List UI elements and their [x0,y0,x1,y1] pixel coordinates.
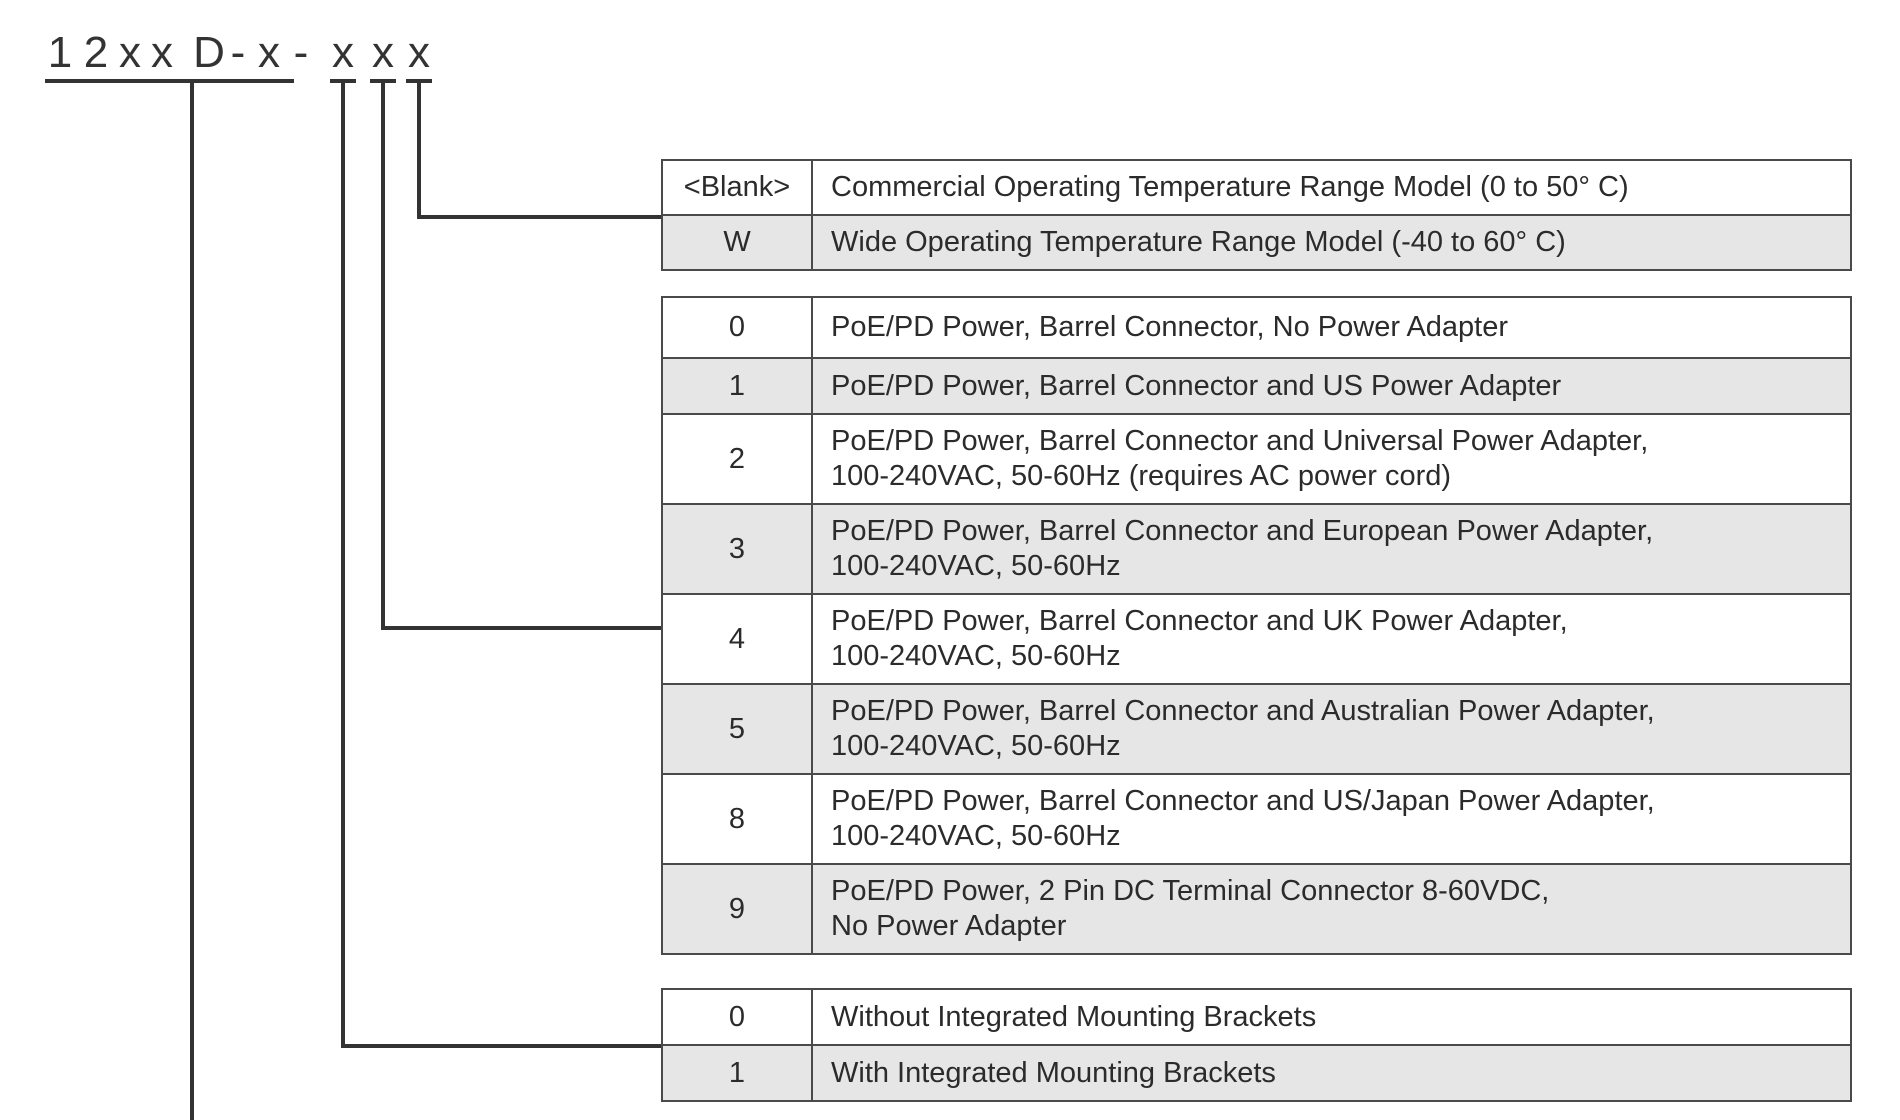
description-line: Without Integrated Mounting Brackets [831,1000,1317,1033]
option-code: 4 [661,593,813,685]
description-line: PoE/PD Power, Barrel Connector and US Po… [831,369,1562,402]
option-code: 0 [661,296,813,359]
table-row: 2 PoE/PD Power, Barrel Connector and Univ… [661,413,1852,505]
description-line: Commercial Operating Temperature Range M… [831,171,1629,203]
table-row: W Wide Operating Temperature Range Model … [661,214,1852,271]
option-code: 1 [661,357,813,415]
description-line: Wide Operating Temperature Range Model (… [831,226,1566,258]
model-code-char: 1 [47,28,73,77]
description-line: 100-240VAC, 50-60Hz [831,820,1121,852]
model-code-char: 2 [83,28,109,77]
option-description: Without Integrated Mounting Brackets [811,988,1852,1046]
option-description: PoE/PD Power, Barrel Connector and US/Ja… [811,773,1852,865]
model-code-char: - [293,28,309,77]
description-line: PoE/PD Power, 2 Pin DC Terminal Connecto… [831,875,1550,907]
model-code-char: x [332,28,354,77]
mounting-option-table: 0 Without Integrated Mounting Brackets 1 Wi… [661,988,1852,1102]
option-description: Commercial Operating Temperature Range M… [811,159,1852,216]
description-line: 100-240VAC, 50-60Hz [831,730,1121,762]
option-description: PoE/PD Power, Barrel Connector, No Power… [811,296,1852,359]
table-row: 1 With Integrated Mounting Brackets [661,1044,1852,1102]
table-row: 9 PoE/PD Power, 2 Pin DC Terminal Connect… [661,863,1852,955]
description-line: PoE/PD Power, Barrel Connector and UK Po… [831,605,1568,637]
description-line: 100-240VAC, 50-60Hz (requires AC power c… [831,460,1452,492]
temperature-option-table: <Blank> Commercial Operating Temperature … [661,159,1852,271]
description-line: 100-240VAC, 50-60Hz [831,550,1121,582]
table-row: 0 Without Integrated Mounting Brackets [661,988,1852,1046]
option-code: <Blank> [661,159,813,216]
option-code: 8 [661,773,813,865]
option-description: PoE/PD Power, 2 Pin DC Terminal Connecto… [811,863,1852,955]
description-line: PoE/PD Power, Barrel Connector and US/Ja… [831,785,1655,817]
description-line: With Integrated Mounting Brackets [831,1056,1276,1089]
option-description: PoE/PD Power, Barrel Connector and Austr… [811,683,1852,775]
option-description: With Integrated Mounting Brackets [811,1044,1852,1102]
connector-temperature [417,81,661,219]
option-description: PoE/PD Power, Barrel Connector and Europ… [811,503,1852,595]
option-code: 9 [661,863,813,955]
model-code-char: x [408,28,430,77]
connector-mounting [341,81,661,1048]
table-row: 1 PoE/PD Power, Barrel Connector and US P… [661,357,1852,415]
power-option-table: 0 PoE/PD Power, Barrel Connector, No Powe… [661,296,1852,955]
table-row: 3 PoE/PD Power, Barrel Connector and Euro… [661,503,1852,595]
description-line: PoE/PD Power, Barrel Connector and Unive… [831,425,1649,457]
model-code-char: x [151,28,173,77]
option-code: 2 [661,413,813,505]
option-description: PoE/PD Power, Barrel Connector and US Po… [811,357,1852,415]
table-row: <Blank> Commercial Operating Temperature … [661,159,1852,216]
model-code-char: x [372,28,394,77]
description-line: PoE/PD Power, Barrel Connector and Europ… [831,515,1654,547]
table-row: 0 PoE/PD Power, Barrel Connector, No Powe… [661,296,1852,359]
table-row: 5 PoE/PD Power, Barrel Connector and Aust… [661,683,1852,775]
option-code: 0 [661,988,813,1046]
model-code-char: D [193,28,225,77]
table-row: 8 PoE/PD Power, Barrel Connector and US/J… [661,773,1852,865]
option-description: PoE/PD Power, Barrel Connector and Unive… [811,413,1852,505]
connector-power [381,81,661,630]
model-code-char: - [230,28,246,77]
model-code-char: x [119,28,141,77]
option-description: Wide Operating Temperature Range Model (… [811,214,1852,271]
description-line: PoE/PD Power, Barrel Connector, No Power… [831,311,1509,343]
option-description: PoE/PD Power, Barrel Connector and UK Po… [811,593,1852,685]
description-line: No Power Adapter [831,910,1067,942]
option-code: 5 [661,683,813,775]
model-code-char: x [258,28,280,77]
option-code: 3 [661,503,813,595]
description-line: 100-240VAC, 50-60Hz [831,640,1121,672]
option-code: W [661,214,813,271]
description-line: PoE/PD Power, Barrel Connector and Austr… [831,695,1655,727]
table-row: 4 PoE/PD Power, Barrel Connector and UK P… [661,593,1852,685]
option-code: 1 [661,1044,813,1102]
